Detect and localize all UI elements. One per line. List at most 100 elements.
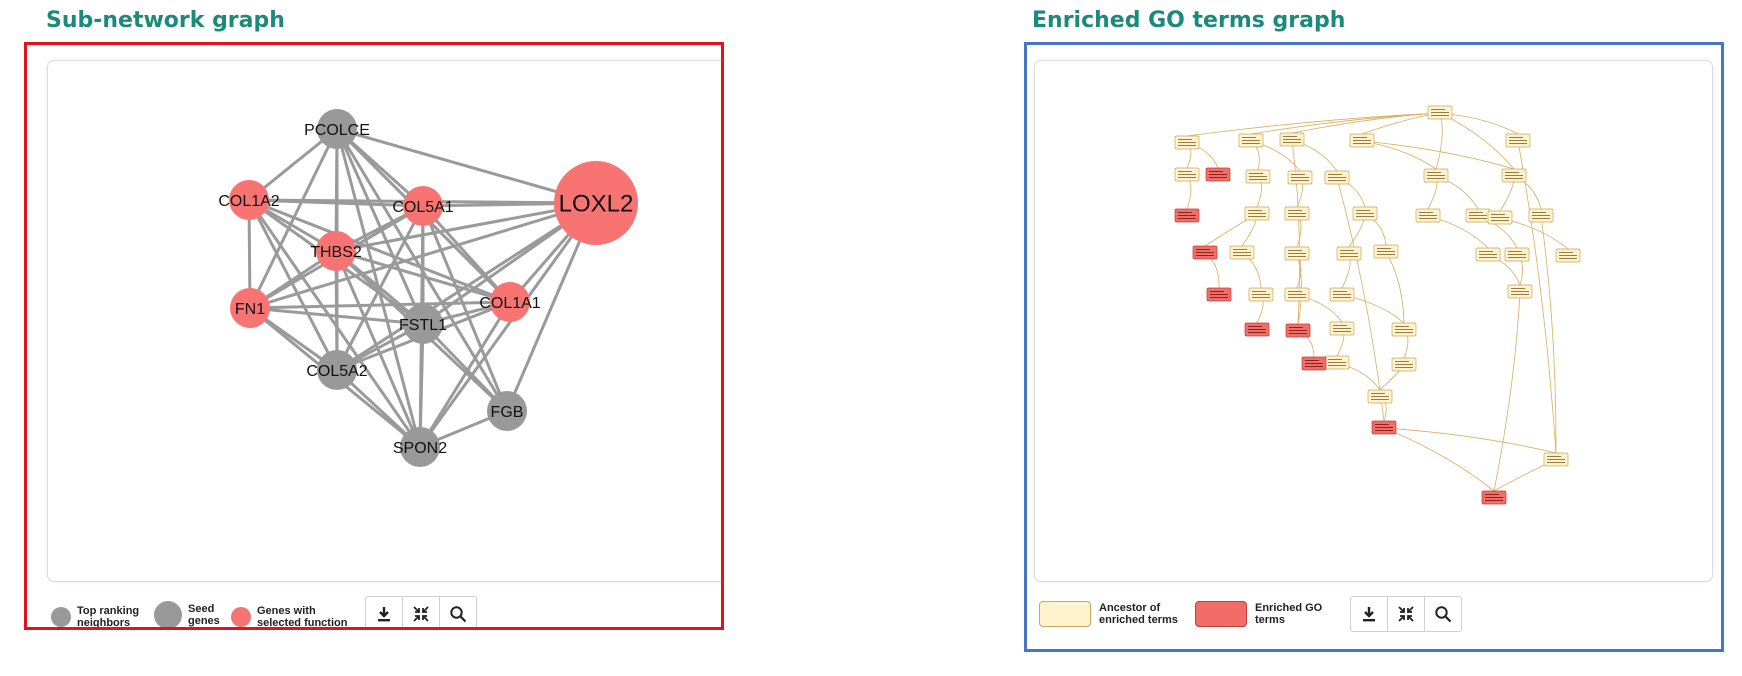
gene-node-col5a1[interactable]: COL5A1 — [392, 186, 454, 226]
go-term-ancestor[interactable] — [1324, 355, 1350, 370]
go-graph-svg[interactable] — [1035, 61, 1712, 581]
go-term-text-line — [1178, 145, 1196, 146]
go-term-ancestor[interactable] — [1391, 322, 1417, 337]
go-term-ancestor[interactable] — [1287, 170, 1313, 185]
go-term-enriched[interactable] — [1206, 287, 1232, 302]
go-download-button[interactable] — [1351, 597, 1388, 631]
go-zoom-button[interactable] — [1425, 597, 1461, 631]
gene-node-circle[interactable] — [317, 109, 357, 149]
fit-view-button[interactable] — [403, 597, 440, 627]
gene-node-circle[interactable] — [229, 180, 269, 220]
go-term-ancestor[interactable] — [1507, 284, 1533, 299]
go-term-ancestor[interactable] — [1284, 246, 1310, 261]
go-term-enriched[interactable] — [1205, 167, 1231, 182]
go-term-ancestor[interactable] — [1475, 247, 1501, 262]
gene-node-fgb[interactable]: FGB — [487, 391, 527, 431]
go-term-text-line — [1508, 257, 1526, 258]
go-term-ancestor[interactable] — [1427, 105, 1453, 120]
go-term-text-line — [1333, 331, 1351, 332]
go-term-ancestor[interactable] — [1487, 210, 1513, 225]
go-term-ancestor[interactable] — [1244, 206, 1270, 221]
gene-node-fn1[interactable]: FN1 — [230, 288, 270, 328]
go-term-ancestor[interactable] — [1465, 208, 1491, 223]
go-term-ancestor[interactable] — [1349, 133, 1375, 148]
go-term-enriched[interactable] — [1481, 490, 1507, 505]
go-term-enriched[interactable] — [1192, 245, 1218, 260]
network-edge — [247, 199, 422, 448]
go-term-ancestor[interactable] — [1543, 452, 1569, 467]
go-term-ancestor[interactable] — [1504, 247, 1530, 262]
go-term-ancestor[interactable] — [1229, 245, 1255, 260]
go-term-text-line — [1532, 218, 1550, 219]
subnetwork-toolbar — [365, 596, 477, 627]
neighbor-dot-icon — [51, 607, 71, 627]
go-term-ancestor[interactable] — [1329, 321, 1355, 336]
go-term-ancestor[interactable] — [1324, 170, 1350, 185]
gene-node-circle[interactable] — [403, 304, 443, 344]
go-term-ancestor[interactable] — [1391, 357, 1417, 372]
go-term-ancestor[interactable] — [1501, 168, 1527, 183]
go-term-ancestor[interactable] — [1367, 389, 1393, 404]
gene-node-spon2[interactable]: SPON2 — [393, 427, 447, 467]
gene-node-circle[interactable] — [316, 231, 356, 271]
gene-node-circle[interactable] — [317, 350, 357, 390]
gene-node-circle[interactable] — [230, 288, 270, 328]
go-term-enriched[interactable] — [1244, 322, 1270, 337]
gene-node-col1a2[interactable]: COL1A2 — [218, 180, 280, 220]
go-term-text-line — [1427, 178, 1445, 179]
go-nodes[interactable] — [1174, 105, 1581, 505]
go-term-enriched[interactable] — [1301, 356, 1327, 371]
go-term-text-line — [1377, 254, 1395, 255]
go-term-enriched[interactable] — [1285, 323, 1311, 338]
gene-node-circle[interactable] — [554, 161, 638, 245]
go-term-text-line — [1375, 424, 1389, 425]
go-term-text-line — [1532, 215, 1550, 216]
zoom-button[interactable] — [440, 597, 476, 627]
go-term-ancestor[interactable] — [1555, 248, 1581, 263]
gene-node-col5a2[interactable]: COL5A2 — [306, 350, 368, 390]
go-term-text-line — [1375, 430, 1393, 431]
gene-node-circle[interactable] — [487, 391, 527, 431]
go-term-ancestor[interactable] — [1174, 167, 1200, 182]
go-term-text-line — [1427, 175, 1445, 176]
go-term-ancestor[interactable] — [1248, 287, 1274, 302]
legend-top-ranking-label-1: Top ranking — [77, 605, 140, 617]
go-term-ancestor[interactable] — [1284, 206, 1310, 221]
go-term-text-line — [1353, 143, 1371, 144]
go-term-enriched[interactable] — [1371, 420, 1397, 435]
gene-node-loxl2[interactable]: LOXL2 — [554, 161, 638, 245]
gene-node-col1a1[interactable]: COL1A1 — [479, 282, 541, 322]
go-term-text-line — [1249, 179, 1267, 180]
go-term-ancestor[interactable] — [1505, 133, 1531, 148]
go-term-ancestor[interactable] — [1174, 135, 1200, 150]
go-term-text-line — [1371, 396, 1389, 397]
go-term-text-line — [1196, 249, 1210, 250]
go-term-ancestor[interactable] — [1238, 133, 1264, 148]
gene-node-circle[interactable] — [490, 282, 530, 322]
go-term-ancestor[interactable] — [1284, 287, 1310, 302]
gene-node-pcolce[interactable]: PCOLCE — [304, 109, 370, 149]
gene-node-circle[interactable] — [403, 186, 443, 226]
go-term-ancestor[interactable] — [1245, 169, 1271, 184]
go-term-enriched[interactable] — [1174, 208, 1200, 223]
go-term-ancestor[interactable] — [1336, 246, 1362, 261]
gene-node-label: COL1A1 — [479, 295, 540, 312]
go-term-ancestor[interactable] — [1423, 168, 1449, 183]
download-button[interactable] — [366, 597, 403, 627]
go-fit-view-button[interactable] — [1388, 597, 1425, 631]
go-term-ancestor[interactable] — [1373, 244, 1399, 259]
go-term-ancestor[interactable] — [1528, 208, 1554, 223]
go-term-ancestor[interactable] — [1329, 287, 1355, 302]
gene-node-thbs2[interactable]: THBS2 — [310, 231, 362, 271]
go-term-ancestor[interactable] — [1279, 132, 1305, 147]
gene-node-fstl1[interactable]: FSTL1 — [399, 304, 447, 344]
go-graph-canvas[interactable] — [1034, 60, 1713, 582]
gene-node-circle[interactable] — [400, 427, 440, 467]
go-term-text-line — [1353, 137, 1367, 138]
go-term-ancestor[interactable] — [1352, 206, 1378, 221]
go-term-ancestor[interactable] — [1415, 208, 1441, 223]
